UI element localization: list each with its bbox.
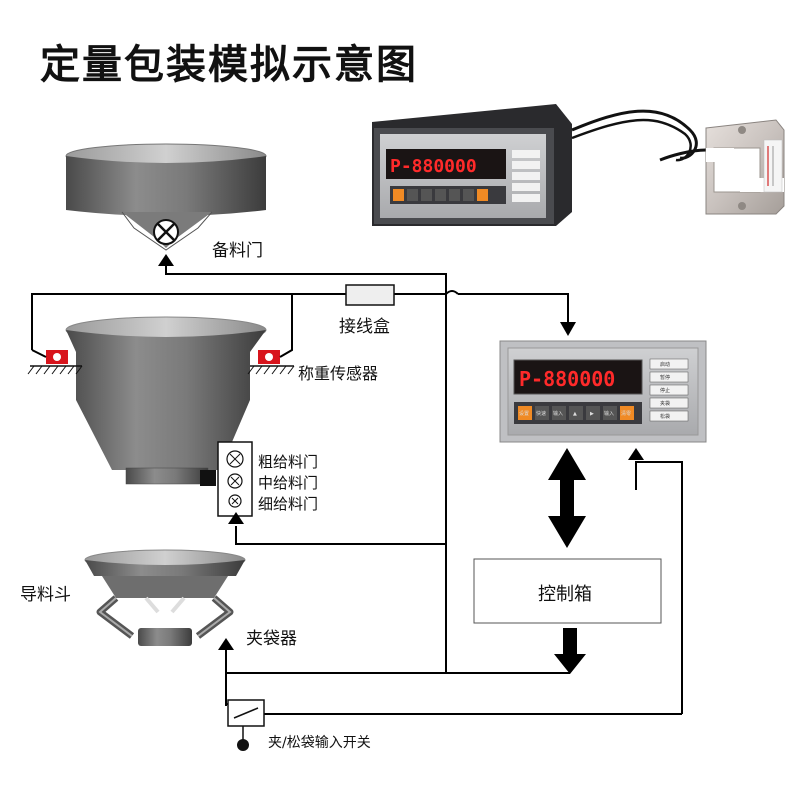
- medium-gate-label: 中给料门: [258, 474, 319, 492]
- bidirectional-arrow-icon: [548, 448, 586, 548]
- load-cell-left: [27, 350, 83, 375]
- wiring: [31, 258, 683, 719]
- coarse-gate-label: 粗给料门: [258, 453, 319, 471]
- svg-text:松袋: 松袋: [660, 413, 670, 420]
- s-type-load-cell-photo: [705, 119, 785, 215]
- svg-text:输入: 输入: [604, 410, 614, 417]
- arrow-heads: [158, 254, 644, 650]
- svg-text:快速: 快速: [536, 410, 546, 417]
- svg-text:启动: 启动: [660, 361, 670, 368]
- svg-text:暂停: 暂停: [660, 374, 670, 381]
- coarse-gate-icon: [226, 450, 244, 468]
- guide-hopper: [84, 549, 246, 598]
- load-cell-right: [247, 350, 295, 375]
- clamp-switch-icon: [227, 699, 265, 751]
- feeder-gate-panel: [200, 441, 253, 517]
- svg-text:停止: 停止: [660, 387, 670, 394]
- controller-keypad: 设置 快速 输入 ▲ ▶ 输入 清零: [514, 402, 642, 424]
- clamp-switch-label: 夹/松袋输入开关: [268, 735, 371, 751]
- svg-text:▶: ▶: [590, 411, 594, 417]
- junction-box: [345, 284, 395, 306]
- svg-text:P-880000: P-880000: [390, 156, 477, 177]
- supply-gate-label: 备料门: [212, 241, 263, 261]
- junction-box-label: 接线盒: [339, 317, 390, 337]
- down-arrow-icon: [554, 628, 586, 674]
- controller-display: P-880000: [519, 367, 615, 391]
- fine-gate-icon: [228, 494, 242, 508]
- svg-text:清零: 清零: [621, 410, 631, 417]
- guide-hopper-label: 导料斗: [20, 585, 71, 605]
- weighing-controller: P-880000 启动 暂停 停止 夹袋 松袋 设置 快速 输入 ▲: [499, 340, 707, 443]
- medium-gate-icon: [227, 473, 243, 489]
- controller-side-buttons: 启动 暂停 停止 夹袋 松袋: [649, 358, 689, 422]
- svg-text:夹袋: 夹袋: [660, 400, 670, 407]
- load-cell-label: 称重传感器: [298, 364, 379, 383]
- svg-text:设置: 设置: [519, 410, 529, 417]
- svg-text:输入: 输入: [553, 410, 563, 417]
- diagram-title: 定量包装模拟示意图: [40, 42, 418, 88]
- supply-hopper: [65, 143, 267, 251]
- supply-gate-valve-icon: [153, 219, 179, 245]
- fine-gate-label: 细给料门: [258, 495, 319, 513]
- control-box-label: 控制箱: [538, 584, 592, 605]
- controller-product-photo: P-880000: [372, 104, 707, 226]
- bag-clamp-label: 夹袋器: [246, 629, 297, 649]
- weighing-hopper: [65, 316, 267, 485]
- svg-text:▲: ▲: [573, 411, 577, 417]
- control-box: [473, 558, 662, 624]
- bag-clamp: [96, 595, 234, 646]
